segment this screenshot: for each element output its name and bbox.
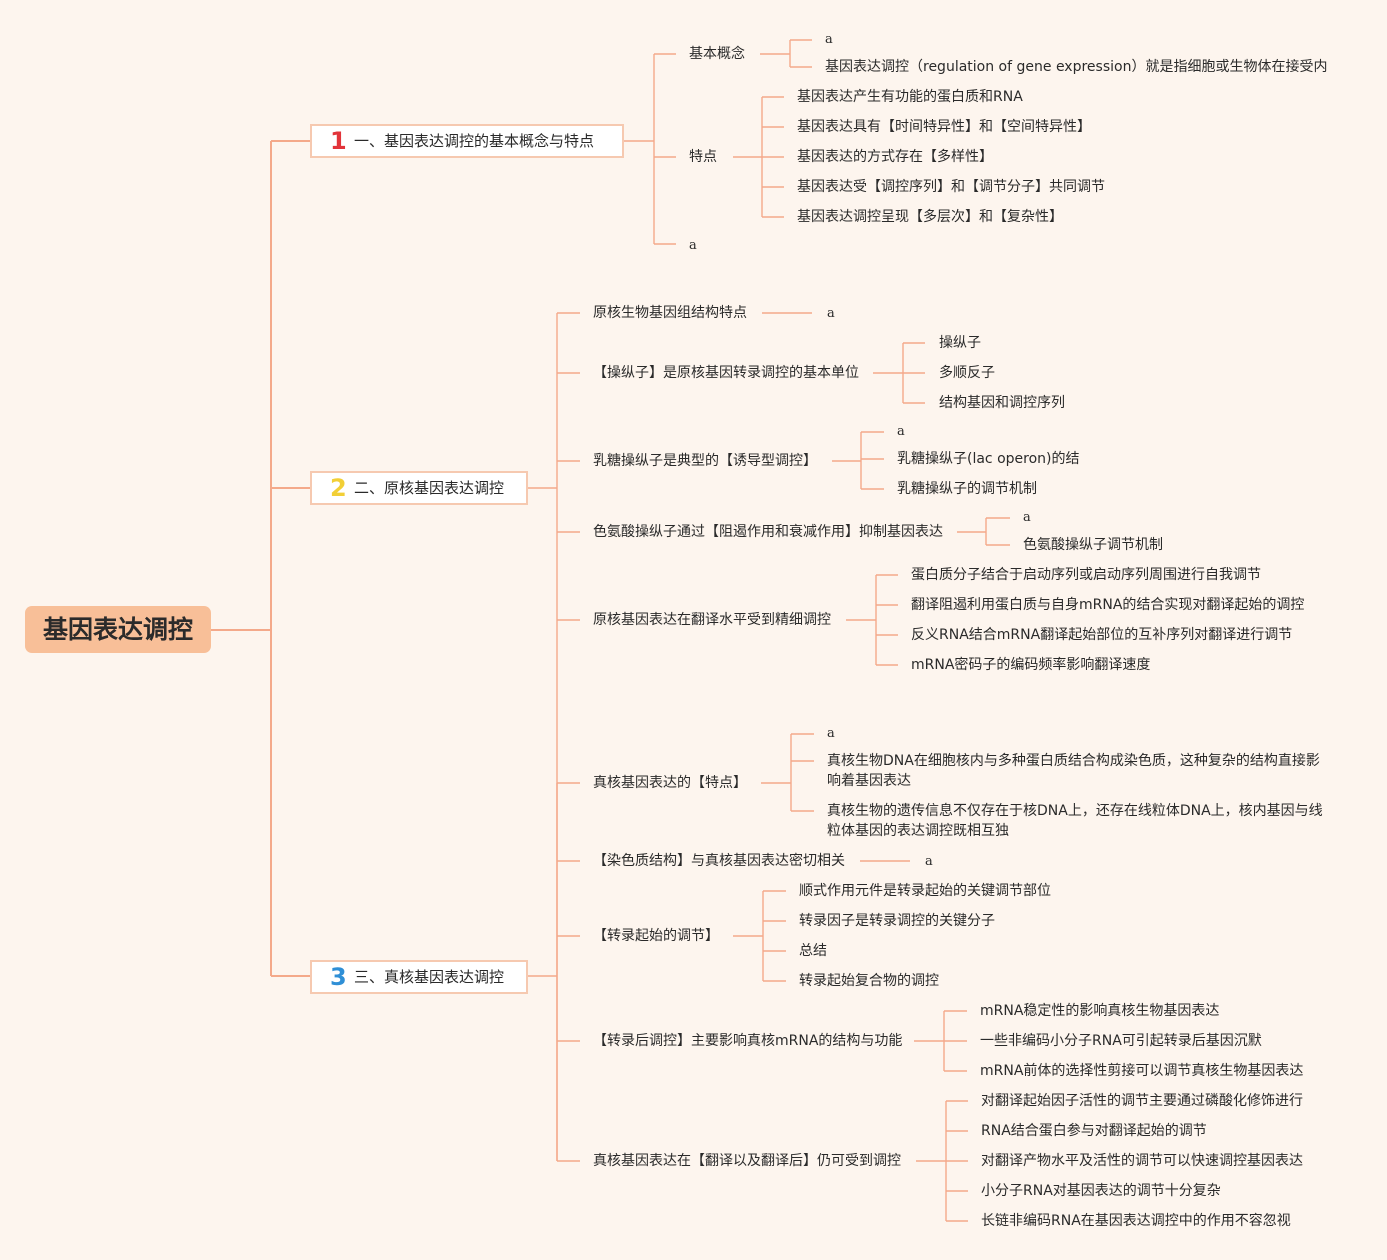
root-node[interactable]: 基因表达调控 [25, 606, 211, 653]
b3-transcription-3[interactable]: 总结 [799, 943, 827, 959]
connector-line [528, 312, 580, 1161]
b3-post-transcription-3[interactable]: mRNA前体的选择性剪接可以调节真核生物基因表达 [980, 1063, 1304, 1079]
b2-trp-mechanism[interactable]: 色氨酸操纵子调节机制 [1023, 537, 1163, 553]
b1-feature-5[interactable]: 基因表达调控呈现【多层次】和【复杂性】 [797, 209, 1063, 225]
b2-translation-1[interactable]: 蛋白质分子结合于启动序列或启动序列周围进行自我调节 [911, 567, 1261, 583]
b2-translation-3[interactable]: 反义RNA结合mRNA翻译起始部位的互补序列对翻译进行调节 [911, 627, 1293, 643]
branch-3[interactable]: 3 三、真核基因表达调控 [310, 960, 528, 994]
connector-line [873, 342, 925, 404]
b2-genome-structure-a[interactable]: a [827, 306, 835, 321]
b3-post-transcription-2[interactable]: 一些非编码小分子RNA可引起转录后基因沉默 [980, 1033, 1262, 1049]
b2-translation-2[interactable]: 翻译阻遏利用蛋白质与自身mRNA的结合实现对翻译起始的调控 [911, 597, 1305, 613]
b3-features[interactable]: 真核基因表达的【特点】 [593, 775, 747, 791]
connector-line [211, 140, 310, 977]
connector-line [957, 517, 1010, 546]
b3-transcription-init[interactable]: 【转录起始的调节】 [593, 928, 719, 944]
branch-3-label: 三、真核基因表达调控 [354, 968, 505, 986]
b2-trp-operon[interactable]: 色氨酸操纵子通过【阻遏作用和衰减作用】抑制基因表达 [593, 524, 943, 540]
b3-chromatin-a[interactable]: a [925, 854, 933, 869]
branch-1-label: 一、基因表达调控的基本概念与特点 [354, 132, 595, 150]
b2-lac-a[interactable]: a [897, 424, 905, 439]
connector-line [916, 1100, 968, 1222]
b3-translation-1[interactable]: 对翻译起始因子活性的调节主要通过磷酸化修饰进行 [981, 1093, 1303, 1109]
b3-post-transcription-1[interactable]: mRNA稳定性的影响真核生物基因表达 [980, 1003, 1220, 1019]
branch-1[interactable]: 1 一、基因表达调控的基本概念与特点 [310, 124, 624, 158]
b2-operon[interactable]: 【操纵子】是原核基因转录调控的基本单位 [593, 365, 859, 381]
connector-line [624, 53, 676, 245]
b3-translation-5[interactable]: 长链非编码RNA在基因表达调控中的作用不容忽视 [981, 1213, 1291, 1229]
b2-lac-structure[interactable]: 乳糖操纵子(lac operon)的结 [897, 451, 1080, 467]
b1-features[interactable]: 特点 [689, 149, 717, 165]
b1-feature-2[interactable]: 基因表达具有【时间特异性】和【空间特异性】 [797, 119, 1091, 135]
b1-basic-concept-definition[interactable]: 基因表达调控（regulation of gene expression）就是指… [825, 59, 1328, 75]
b3-transcription-4[interactable]: 转录起始复合物的调控 [799, 973, 939, 989]
b3-transcription-1[interactable]: 顺式作用元件是转录起始的关键调节部位 [799, 883, 1051, 899]
b2-operon-2[interactable]: 多顺反子 [939, 365, 995, 381]
connector-line [733, 96, 784, 218]
b3-features-mitochondria[interactable]: 真核生物的遗传信息不仅存在于核DNA上，还存在线粒体DNA上，核内基因与线粒体基… [827, 803, 1323, 839]
b2-genome-structure[interactable]: 原核生物基因组结构特点 [593, 305, 747, 321]
b3-post-transcription[interactable]: 【转录后调控】主要影响真核mRNA的结构与功能 [593, 1033, 903, 1049]
connector-line [760, 39, 812, 68]
branch-2[interactable]: 2 二、原核基因表达调控 [310, 471, 528, 505]
branch-3-number: 3 [330, 963, 347, 991]
b2-translation-4[interactable]: mRNA密码子的编码频率影响翻译速度 [911, 657, 1151, 673]
b3-features-chromatin[interactable]: 真核生物DNA在细胞核内与多种蛋白质结合构成染色质，这种复杂的结构直接影响着基因… [827, 753, 1320, 789]
b1-a[interactable]: a [689, 238, 697, 253]
connector-line [846, 574, 898, 666]
b2-lac-mechanism[interactable]: 乳糖操纵子的调节机制 [897, 481, 1037, 497]
branch-1-number: 1 [330, 127, 347, 155]
connector-line [832, 431, 884, 490]
b2-trp-a[interactable]: a [1023, 510, 1031, 525]
b1-basic-concept-a[interactable]: a [825, 32, 833, 47]
b3-translation-4[interactable]: 小分子RNA对基因表达的调节十分复杂 [981, 1183, 1221, 1199]
connector-line [761, 733, 814, 812]
b1-feature-3[interactable]: 基因表达的方式存在【多样性】 [797, 149, 993, 165]
b1-feature-1[interactable]: 基因表达产生有功能的蛋白质和RNA [797, 89, 1023, 105]
connector-line [528, 782, 580, 1162]
b3-chromatin[interactable]: 【染色质结构】与真核基因表达密切相关 [593, 853, 845, 869]
b3-transcription-2[interactable]: 转录因子是转录调控的关键分子 [799, 913, 995, 929]
b1-basic-concept[interactable]: 基本概念 [689, 46, 745, 62]
b2-operon-3[interactable]: 结构基因和调控序列 [939, 395, 1065, 411]
b3-features-a[interactable]: a [827, 726, 835, 741]
connector-line [733, 890, 786, 982]
branch-2-label: 二、原核基因表达调控 [354, 479, 505, 497]
b3-translation[interactable]: 真核基因表达在【翻译以及翻译后】仍可受到调控 [593, 1153, 901, 1169]
b2-translation[interactable]: 原核基因表达在翻译水平受到精细调控 [593, 612, 831, 628]
b2-lac-operon[interactable]: 乳糖操纵子是典型的【诱导型调控】 [593, 453, 817, 469]
b3-translation-2[interactable]: RNA结合蛋白参与对翻译起始的调节 [981, 1123, 1207, 1139]
b1-feature-4[interactable]: 基因表达受【调控序列】和【调节分子】共同调节 [797, 179, 1105, 195]
b3-translation-3[interactable]: 对翻译产物水平及活性的调节可以快速调控基因表达 [981, 1153, 1303, 1169]
connector-line [914, 1010, 967, 1072]
branch-2-number: 2 [330, 474, 347, 502]
b2-operon-1[interactable]: 操纵子 [939, 335, 981, 351]
